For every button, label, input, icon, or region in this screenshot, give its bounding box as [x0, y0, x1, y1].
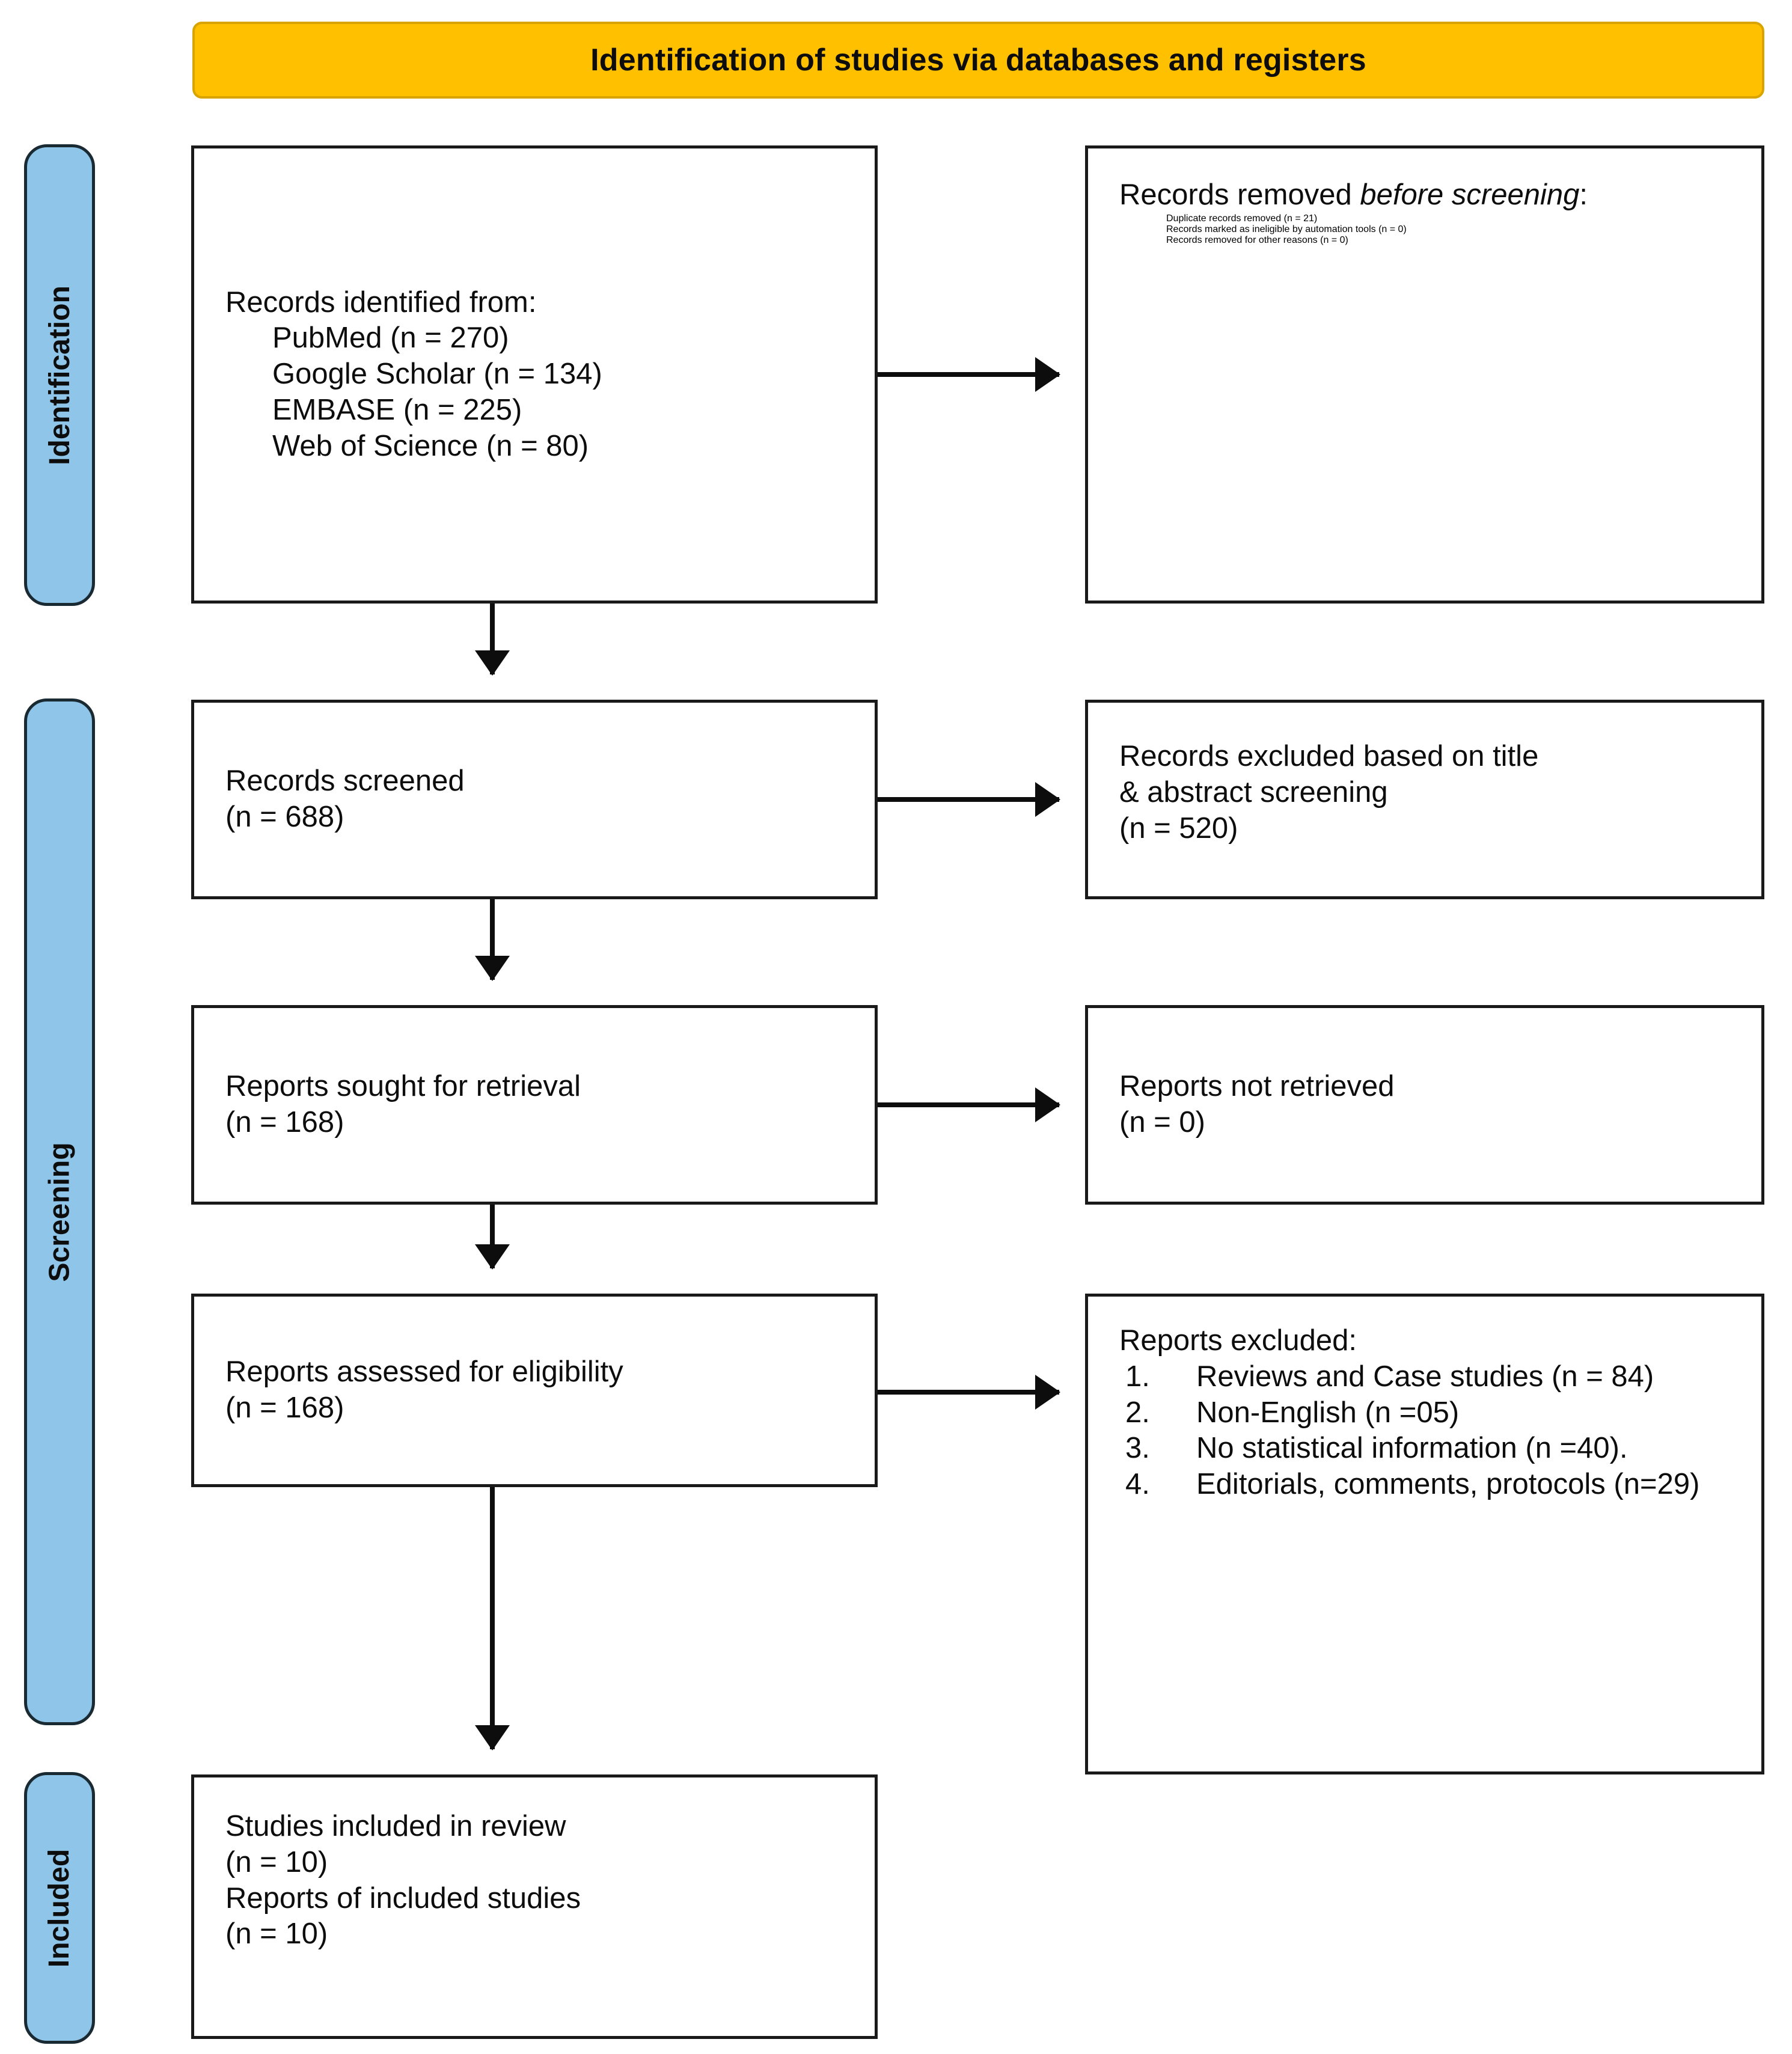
source-web-of-science: Web of Science (n = 80) — [272, 429, 589, 462]
records-screened-count: (n = 688) — [225, 801, 344, 833]
reports-assessed-label: Reports assessed for eligibility — [225, 1356, 623, 1389]
list-item: 3. No statistical information (n =40). — [1119, 1431, 1761, 1467]
arrow-down-sought-to-assessed — [490, 1205, 495, 1268]
box-records-excluded-title-abstract: Records excluded based on title & abstra… — [1085, 700, 1764, 899]
box-reports-sought-for-retrieval: Reports sought for retrieval (n = 168) — [191, 1005, 878, 1205]
reason-text: Editorials, comments, protocols (n=29) — [1196, 1468, 1700, 1501]
box-records-removed-before-screening: Records removed before screening: Duplic… — [1085, 145, 1764, 604]
reason-number: 4. — [1125, 1468, 1150, 1501]
arrow-right-sought-to-not-retrieved — [878, 1102, 1059, 1107]
removed-reason-automation: Records marked as ineligible by automati… — [1166, 224, 1407, 234]
phase-label-included-text: Included — [43, 1848, 76, 1967]
source-google-scholar: Google Scholar (n = 134) — [272, 358, 602, 391]
reason-number: 2. — [1125, 1396, 1150, 1429]
records-removed-heading-suffix: : — [1579, 179, 1588, 211]
studies-included-count: (n = 10) — [225, 1845, 328, 1878]
diagram-header-banner: Identification of studies via databases … — [192, 22, 1764, 99]
records-screened-label: Records screened — [225, 765, 465, 798]
phase-label-screening-text: Screening — [43, 1142, 76, 1282]
arrow-right-screened-to-excluded — [878, 797, 1059, 802]
box-reports-assessed-for-eligibility: Reports assessed for eligibility (n = 16… — [191, 1294, 878, 1487]
page-title: Identification of studies via databases … — [590, 43, 1366, 78]
reason-text: Reviews and Case studies (n = 84) — [1196, 1360, 1654, 1393]
list-item: 4. Editorials, comments, protocols (n=29) — [1119, 1467, 1761, 1503]
records-removed-heading-prefix: Records removed — [1119, 179, 1360, 211]
reason-text: No statistical information (n =40). — [1196, 1432, 1628, 1465]
records-excluded-ta-line1: Records excluded based on title — [1119, 740, 1539, 772]
records-excluded-ta-line2: & abstract screening — [1119, 775, 1388, 808]
arrow-right-assessed-to-reports-excluded — [878, 1390, 1059, 1395]
phase-label-identification: Identification — [24, 144, 95, 606]
reports-included-count: (n = 10) — [225, 1918, 328, 1951]
reason-number: 1. — [1125, 1360, 1150, 1393]
reports-sought-label: Reports sought for retrieval — [225, 1070, 581, 1103]
studies-included-label: Studies included in review — [225, 1810, 566, 1842]
reports-excluded-reason-list: 1. Reviews and Case studies (n = 84) 2. No… — [1119, 1359, 1761, 1503]
records-identified-heading: Records identified from: — [225, 286, 537, 319]
list-item: 1. Reviews and Case studies (n = 84) — [1119, 1359, 1761, 1395]
records-excluded-ta-count: (n = 520) — [1119, 812, 1238, 845]
box-reports-not-retrieved: Reports not retrieved (n = 0) — [1085, 1005, 1764, 1205]
records-removed-heading-italic: before screening — [1360, 179, 1580, 211]
reason-number: 3. — [1125, 1432, 1150, 1465]
removed-reason-other: Records removed for other reasons (n = 0… — [1166, 234, 1348, 245]
phase-label-included: Included — [24, 1772, 95, 2044]
arrow-down-assessed-to-included — [490, 1487, 495, 1749]
list-item: 2. Non-English (n =05) — [1119, 1395, 1761, 1431]
arrow-down-identified-to-screened — [490, 604, 495, 674]
reports-not-retrieved-count: (n = 0) — [1119, 1106, 1205, 1139]
records-removed-heading: Records removed before screening: — [1119, 177, 1761, 213]
arrow-right-identified-to-removed — [878, 372, 1059, 377]
reports-included-label: Reports of included studies — [225, 1881, 581, 1915]
box-records-identified: Records identified from: PubMed (n = 270… — [191, 145, 878, 604]
reason-text: Non-English (n =05) — [1196, 1396, 1460, 1429]
phase-label-identification-text: Identification — [43, 285, 76, 465]
reports-assessed-count: (n = 168) — [225, 1392, 344, 1424]
removed-reason-duplicates: Duplicate records removed (n = 21) — [1166, 213, 1318, 224]
phase-label-screening: Screening — [24, 698, 95, 1725]
box-studies-included: Studies included in review (n = 10) Repo… — [191, 1774, 878, 2039]
box-records-screened: Records screened (n = 688) — [191, 700, 878, 899]
reports-excluded-heading: Reports excluded: — [1119, 1324, 1357, 1357]
reports-not-retrieved-label: Reports not retrieved — [1119, 1070, 1395, 1103]
reports-sought-count: (n = 168) — [225, 1106, 344, 1139]
source-embase: EMBASE (n = 225) — [272, 393, 522, 426]
arrow-down-screened-to-sought — [490, 899, 495, 980]
source-pubmed: PubMed (n = 270) — [272, 322, 509, 355]
box-reports-excluded: Reports excluded: 1. Reviews and Case stu… — [1085, 1294, 1764, 1774]
